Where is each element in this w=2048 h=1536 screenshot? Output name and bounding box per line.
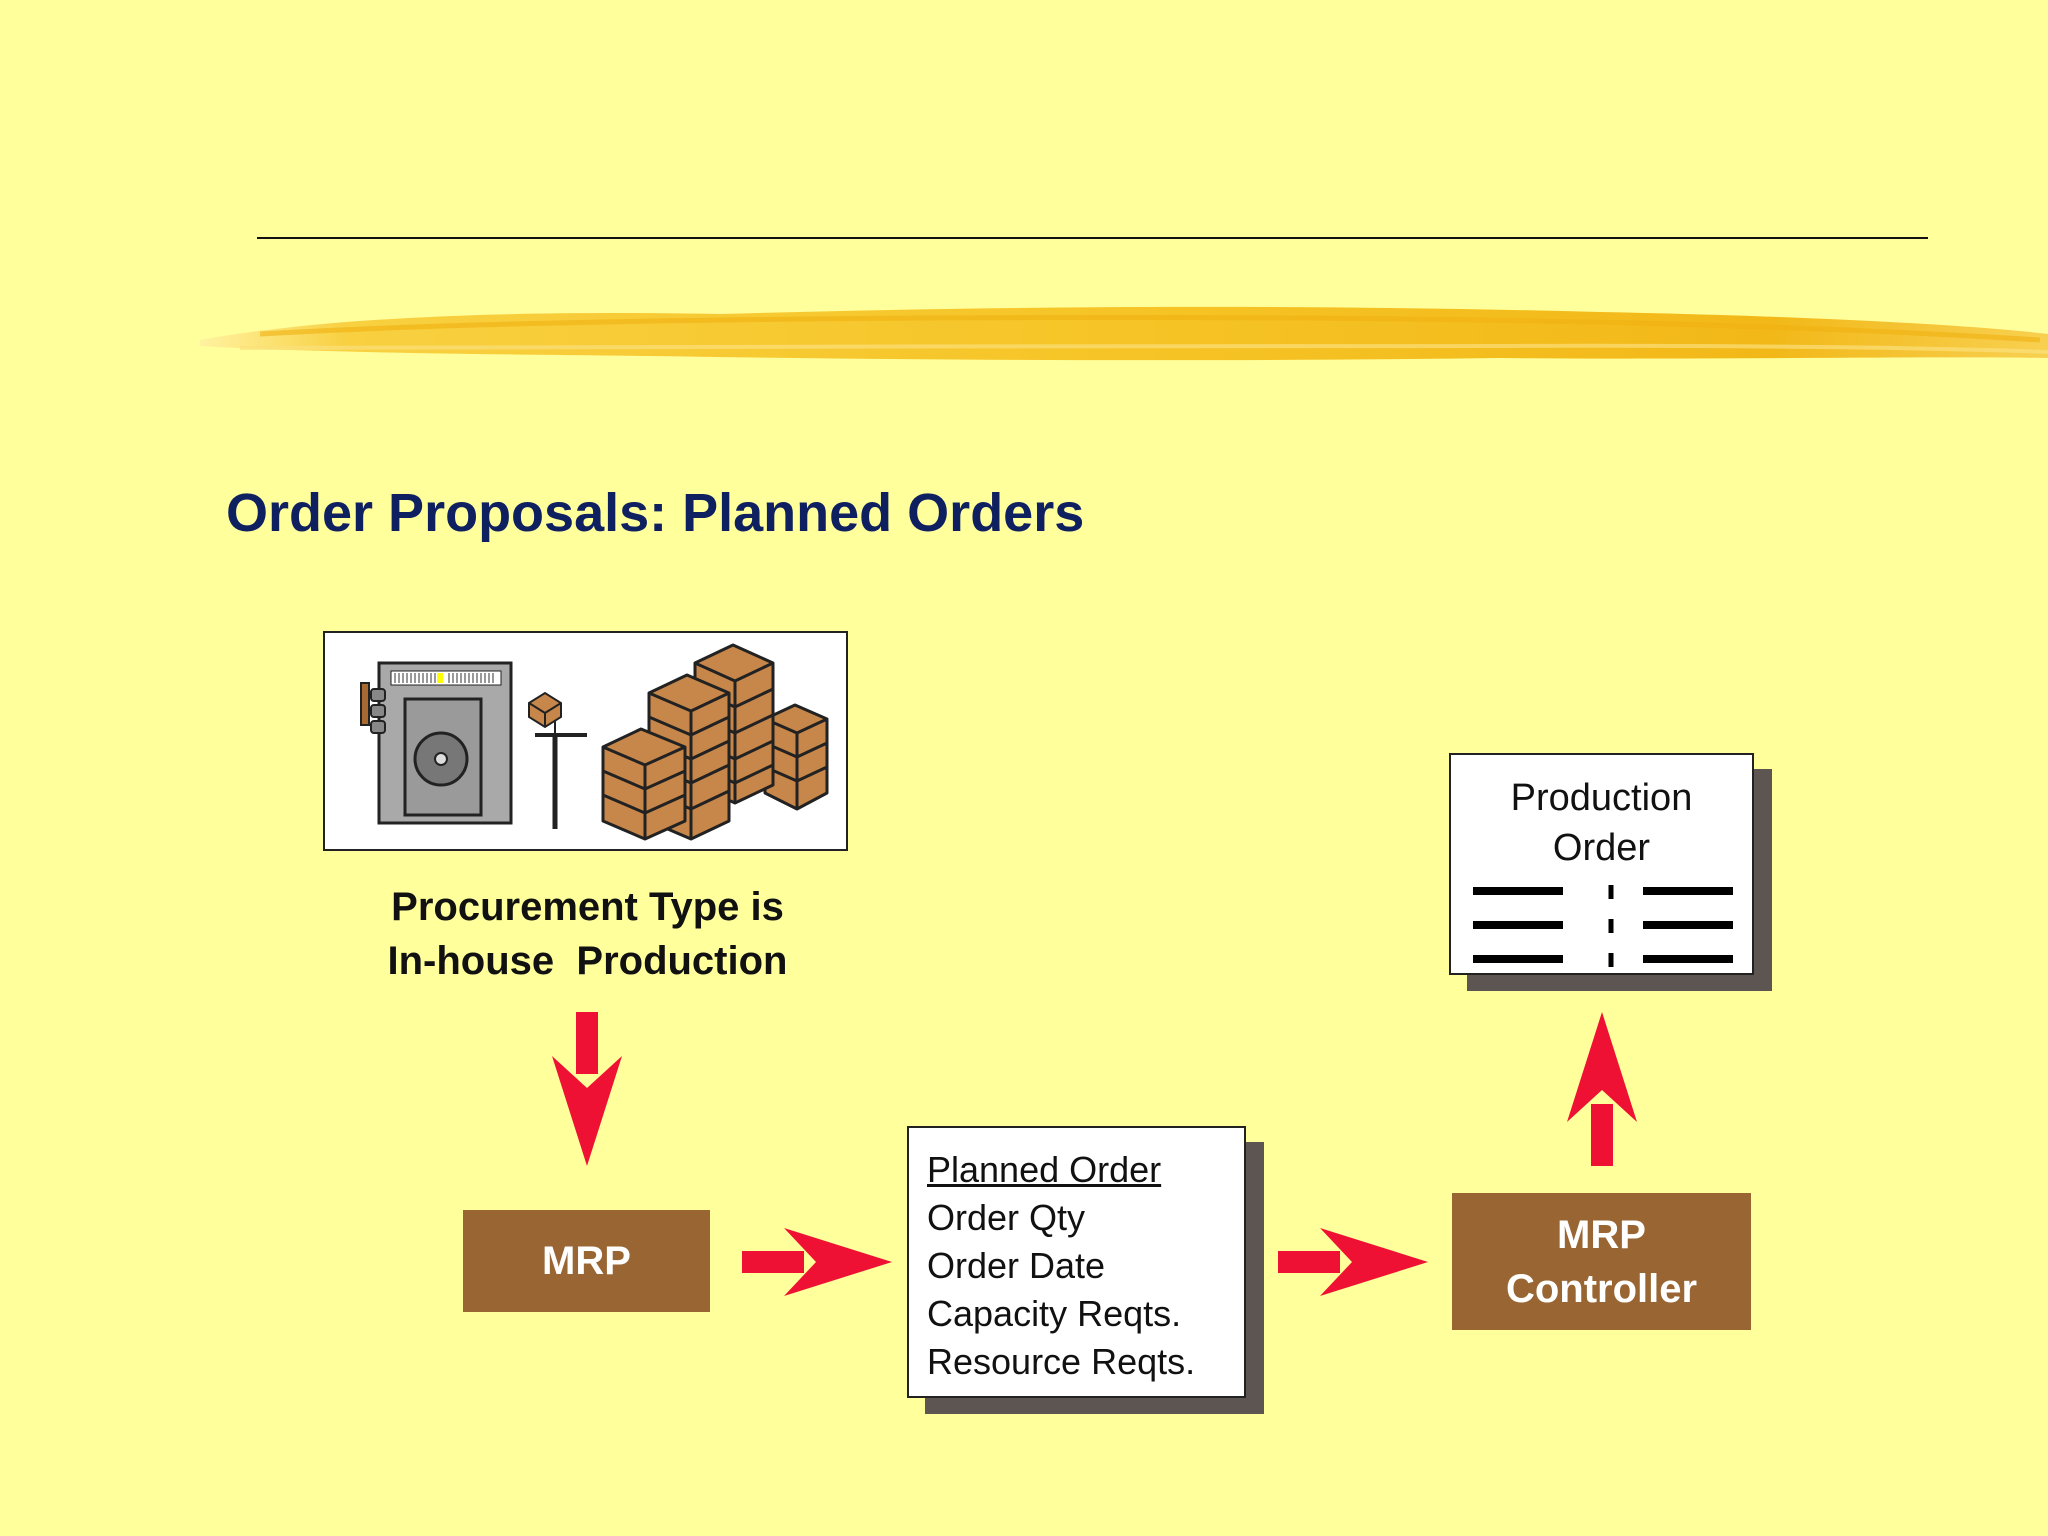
mrp-label: MRP: [542, 1238, 631, 1283]
stacked-boxes-icon: [601, 643, 829, 841]
production-order-line2: Order: [1552, 827, 1651, 869]
controller-line1: MRP: [1557, 1212, 1646, 1257]
up-arrow-icon: [1567, 1012, 1637, 1166]
production-order-title: Production Order: [1451, 773, 1752, 873]
right-arrow-icon: [742, 1228, 892, 1296]
production-order-document: Production Order: [1449, 753, 1754, 975]
down-arrow-icon: [552, 1012, 622, 1166]
planned-order-item: Order Qty: [927, 1197, 1086, 1238]
hoist-icon: [528, 691, 587, 829]
procurement-label-line1: Procurement Type is: [391, 885, 784, 929]
planned-order-item: Order Date: [927, 1245, 1106, 1286]
right-arrow-icon: [1278, 1228, 1428, 1296]
planned-order-item: Capacity Reqts.: [927, 1293, 1182, 1334]
planned-order-item: Resource Reqts.: [927, 1341, 1196, 1382]
header-rule: [257, 237, 1928, 239]
production-order-line1: Production: [1510, 777, 1693, 819]
planned-order-title: Planned Order: [927, 1149, 1162, 1190]
yellow-brush-stroke: [200, 306, 2048, 361]
procurement-label-line2: In-house Production: [387, 939, 788, 983]
planned-order-document: Planned Order Order Qty Order Date Capac…: [907, 1126, 1246, 1398]
production-illustration-panel: [323, 631, 848, 851]
mrp-controller-box: MRP Controller: [1452, 1193, 1751, 1330]
procurement-type-label: Procurement Type is In-house Production: [340, 880, 835, 988]
controller-line2: Controller: [1505, 1266, 1698, 1311]
document-lines-icon: [1473, 885, 1733, 967]
factory-icon: [360, 661, 513, 825]
slide-title: Order Proposals: Planned Orders: [226, 483, 1085, 543]
mrp-box: MRP: [463, 1210, 710, 1312]
